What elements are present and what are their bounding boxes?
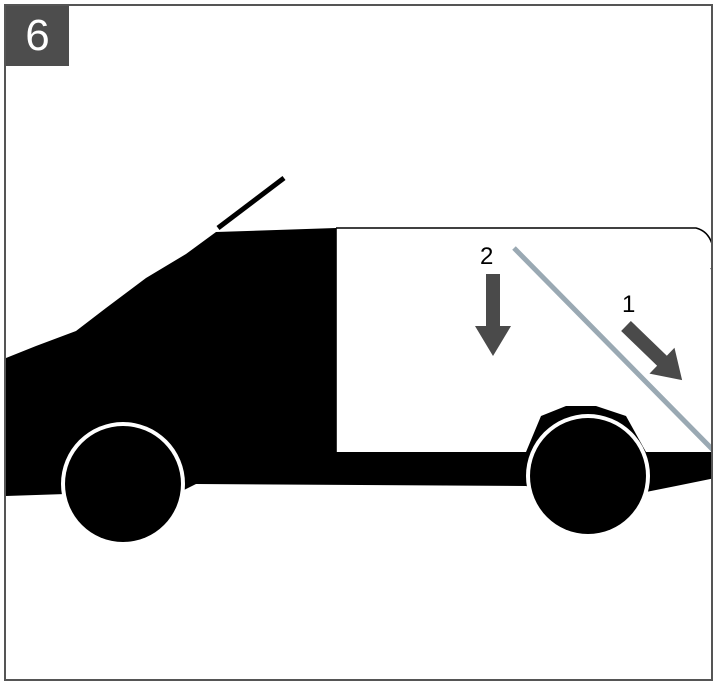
- rear-wheel: [530, 418, 646, 534]
- front-wheel: [65, 426, 181, 542]
- roof-outline: [336, 228, 713, 306]
- callout-2: 2: [480, 243, 493, 270]
- van-silhouette-icon: [6, 178, 713, 546]
- van-diagram: 1 2: [6, 6, 713, 681]
- callout-1: 1: [622, 291, 635, 318]
- arrow-icon: [613, 313, 694, 393]
- antenna: [218, 178, 284, 228]
- step-frame: 6 1 2: [4, 4, 713, 681]
- arrow-icon: [475, 274, 511, 356]
- rear-edge-detail: [711, 268, 713, 404]
